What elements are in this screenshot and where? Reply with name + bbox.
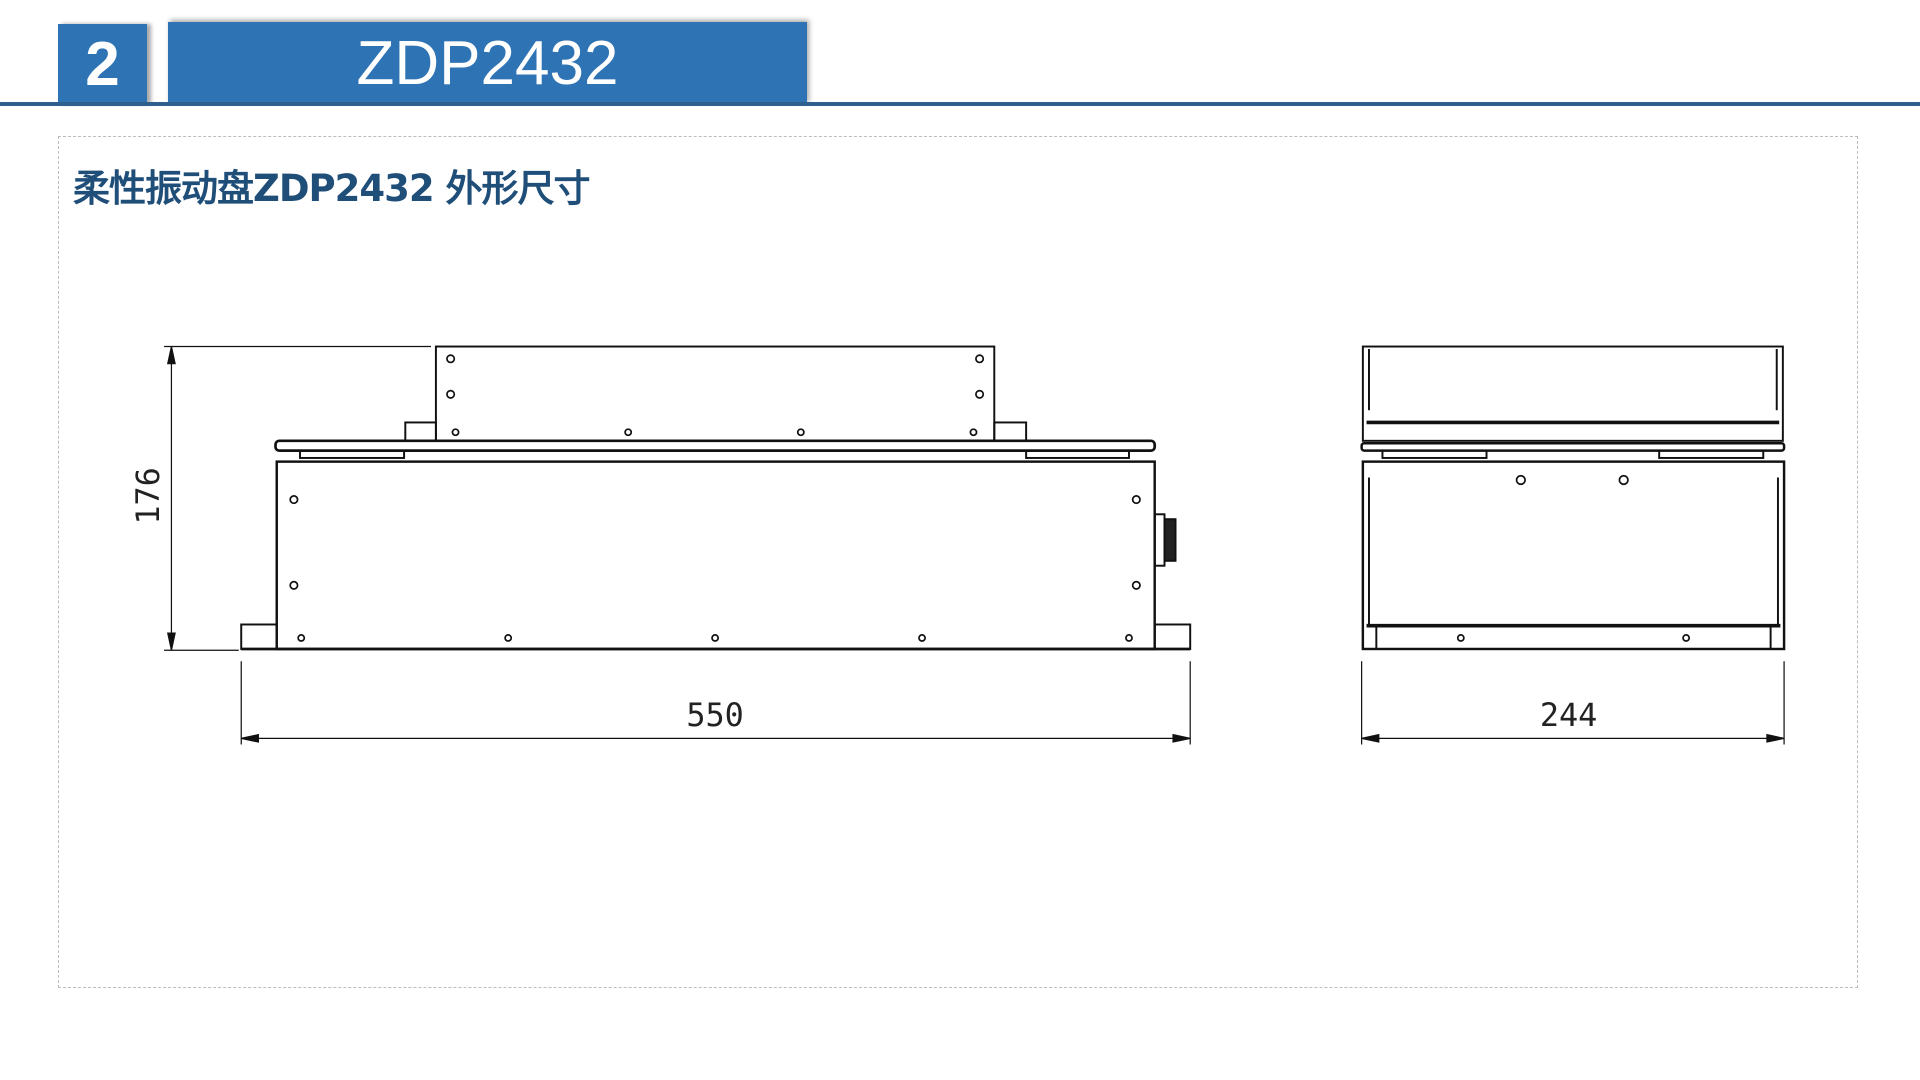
section-subtitle: 柔性振动盘ZDP2432 外形尺寸 bbox=[73, 167, 591, 210]
height-dimension: 176 bbox=[129, 345, 432, 651]
width-dimension: 244 bbox=[1361, 661, 1785, 745]
side-view bbox=[1360, 345, 1786, 651]
page-title: ZDP2432 bbox=[168, 22, 807, 104]
header-divider bbox=[0, 102, 1920, 106]
height-dim-label: 176 bbox=[129, 467, 167, 524]
length-dimension: 550 bbox=[240, 661, 1191, 745]
front-view bbox=[240, 345, 1192, 651]
width-dim-label: 244 bbox=[1540, 696, 1598, 734]
section-number-badge: 2 bbox=[58, 24, 147, 104]
content-panel bbox=[58, 136, 1858, 988]
length-dim-label: 550 bbox=[686, 696, 744, 734]
